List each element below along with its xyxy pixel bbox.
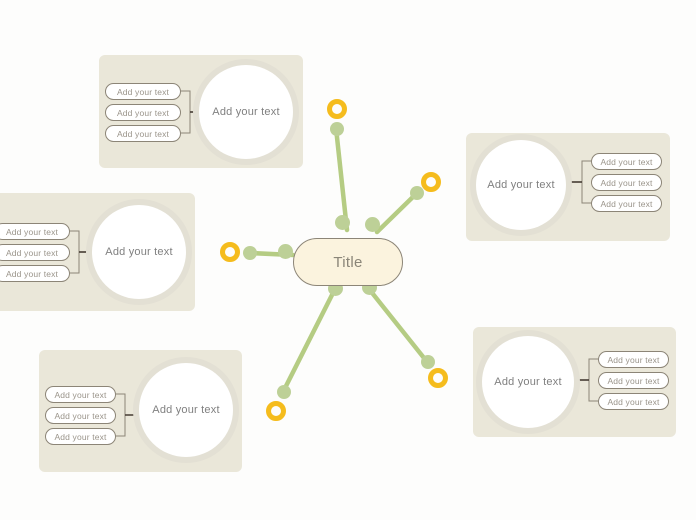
subtopic-pill-label: Add your text [116,86,170,97]
subtopic-pill[interactable]: Add your text [45,428,116,445]
subtopic-pill-label: Add your text [607,375,660,386]
topic-circle-left[interactable]: Add your text [92,205,186,299]
subtopic-pill-label: Add your text [600,156,653,167]
topic-circle-top-left[interactable]: Add your text [199,65,293,159]
branch-dot [335,215,350,230]
subtopic-pill[interactable]: Add your text [105,125,181,142]
subtopic-pill[interactable]: Add your text [598,372,669,389]
topic-circle-right[interactable]: Add your text [476,140,566,230]
endpoint-ring-top-left[interactable] [327,99,347,119]
topic-circle-label: Add your text [494,376,562,388]
topic-circle-bottom-left[interactable]: Add your text [139,363,233,457]
branch-line-bottom-right [366,286,431,366]
subtopic-pill-label: Add your text [54,431,107,442]
subtopic-pill[interactable]: Add your text [598,393,669,410]
endpoint-dot-right [410,186,424,200]
center-title-node[interactable]: Title [293,238,403,286]
subtopic-pill[interactable]: Add your text [45,407,116,424]
topic-circle-label: Add your text [212,106,280,118]
endpoint-ring-right[interactable] [421,172,441,192]
subtopic-pill[interactable]: Add your text [598,351,669,368]
branch-line-bottom-left [280,286,338,395]
topic-circle-bottom-right[interactable]: Add your text [482,336,574,428]
endpoint-dot-top-left [330,122,344,136]
topic-circle-label: Add your text [152,404,220,416]
subtopic-pill-label: Add your text [600,177,653,188]
subtopic-pill-label: Add your text [116,107,170,118]
subtopic-pill-label: Add your text [5,268,59,279]
subtopic-pill-label: Add your text [116,128,170,139]
branch-dot [365,217,380,232]
endpoint-dot-bottom-left [277,385,291,399]
subtopic-pill[interactable]: Add your text [591,153,662,170]
endpoint-dot-left [243,246,257,260]
subtopic-pill-label: Add your text [5,247,59,258]
subtopic-pill[interactable]: Add your text [591,174,662,191]
subtopic-pill[interactable]: Add your text [0,244,70,261]
topic-circle-label: Add your text [105,246,173,258]
endpoint-dot-bottom-right [421,355,435,369]
endpoint-ring-bottom-right[interactable] [428,368,448,388]
subtopic-pill[interactable]: Add your text [105,104,181,121]
subtopic-pill[interactable]: Add your text [105,83,181,100]
subtopic-pill-label: Add your text [607,354,660,365]
subtopic-pill[interactable]: Add your text [591,195,662,212]
topic-circle-label: Add your text [487,179,555,191]
center-title-label: Title [333,253,363,271]
subtopic-pill[interactable]: Add your text [45,386,116,403]
subtopic-pill-label: Add your text [600,198,653,209]
subtopic-pill[interactable]: Add your text [0,223,70,240]
subtopic-pill-label: Add your text [54,410,107,421]
subtopic-pill-label: Add your text [5,226,59,237]
subtopic-pill[interactable]: Add your text [0,265,70,282]
branch-dot [278,244,293,259]
subtopic-pill-label: Add your text [54,389,107,400]
subtopic-pill-label: Add your text [607,396,660,407]
endpoint-ring-bottom-left[interactable] [266,401,286,421]
endpoint-ring-left[interactable] [220,242,240,262]
